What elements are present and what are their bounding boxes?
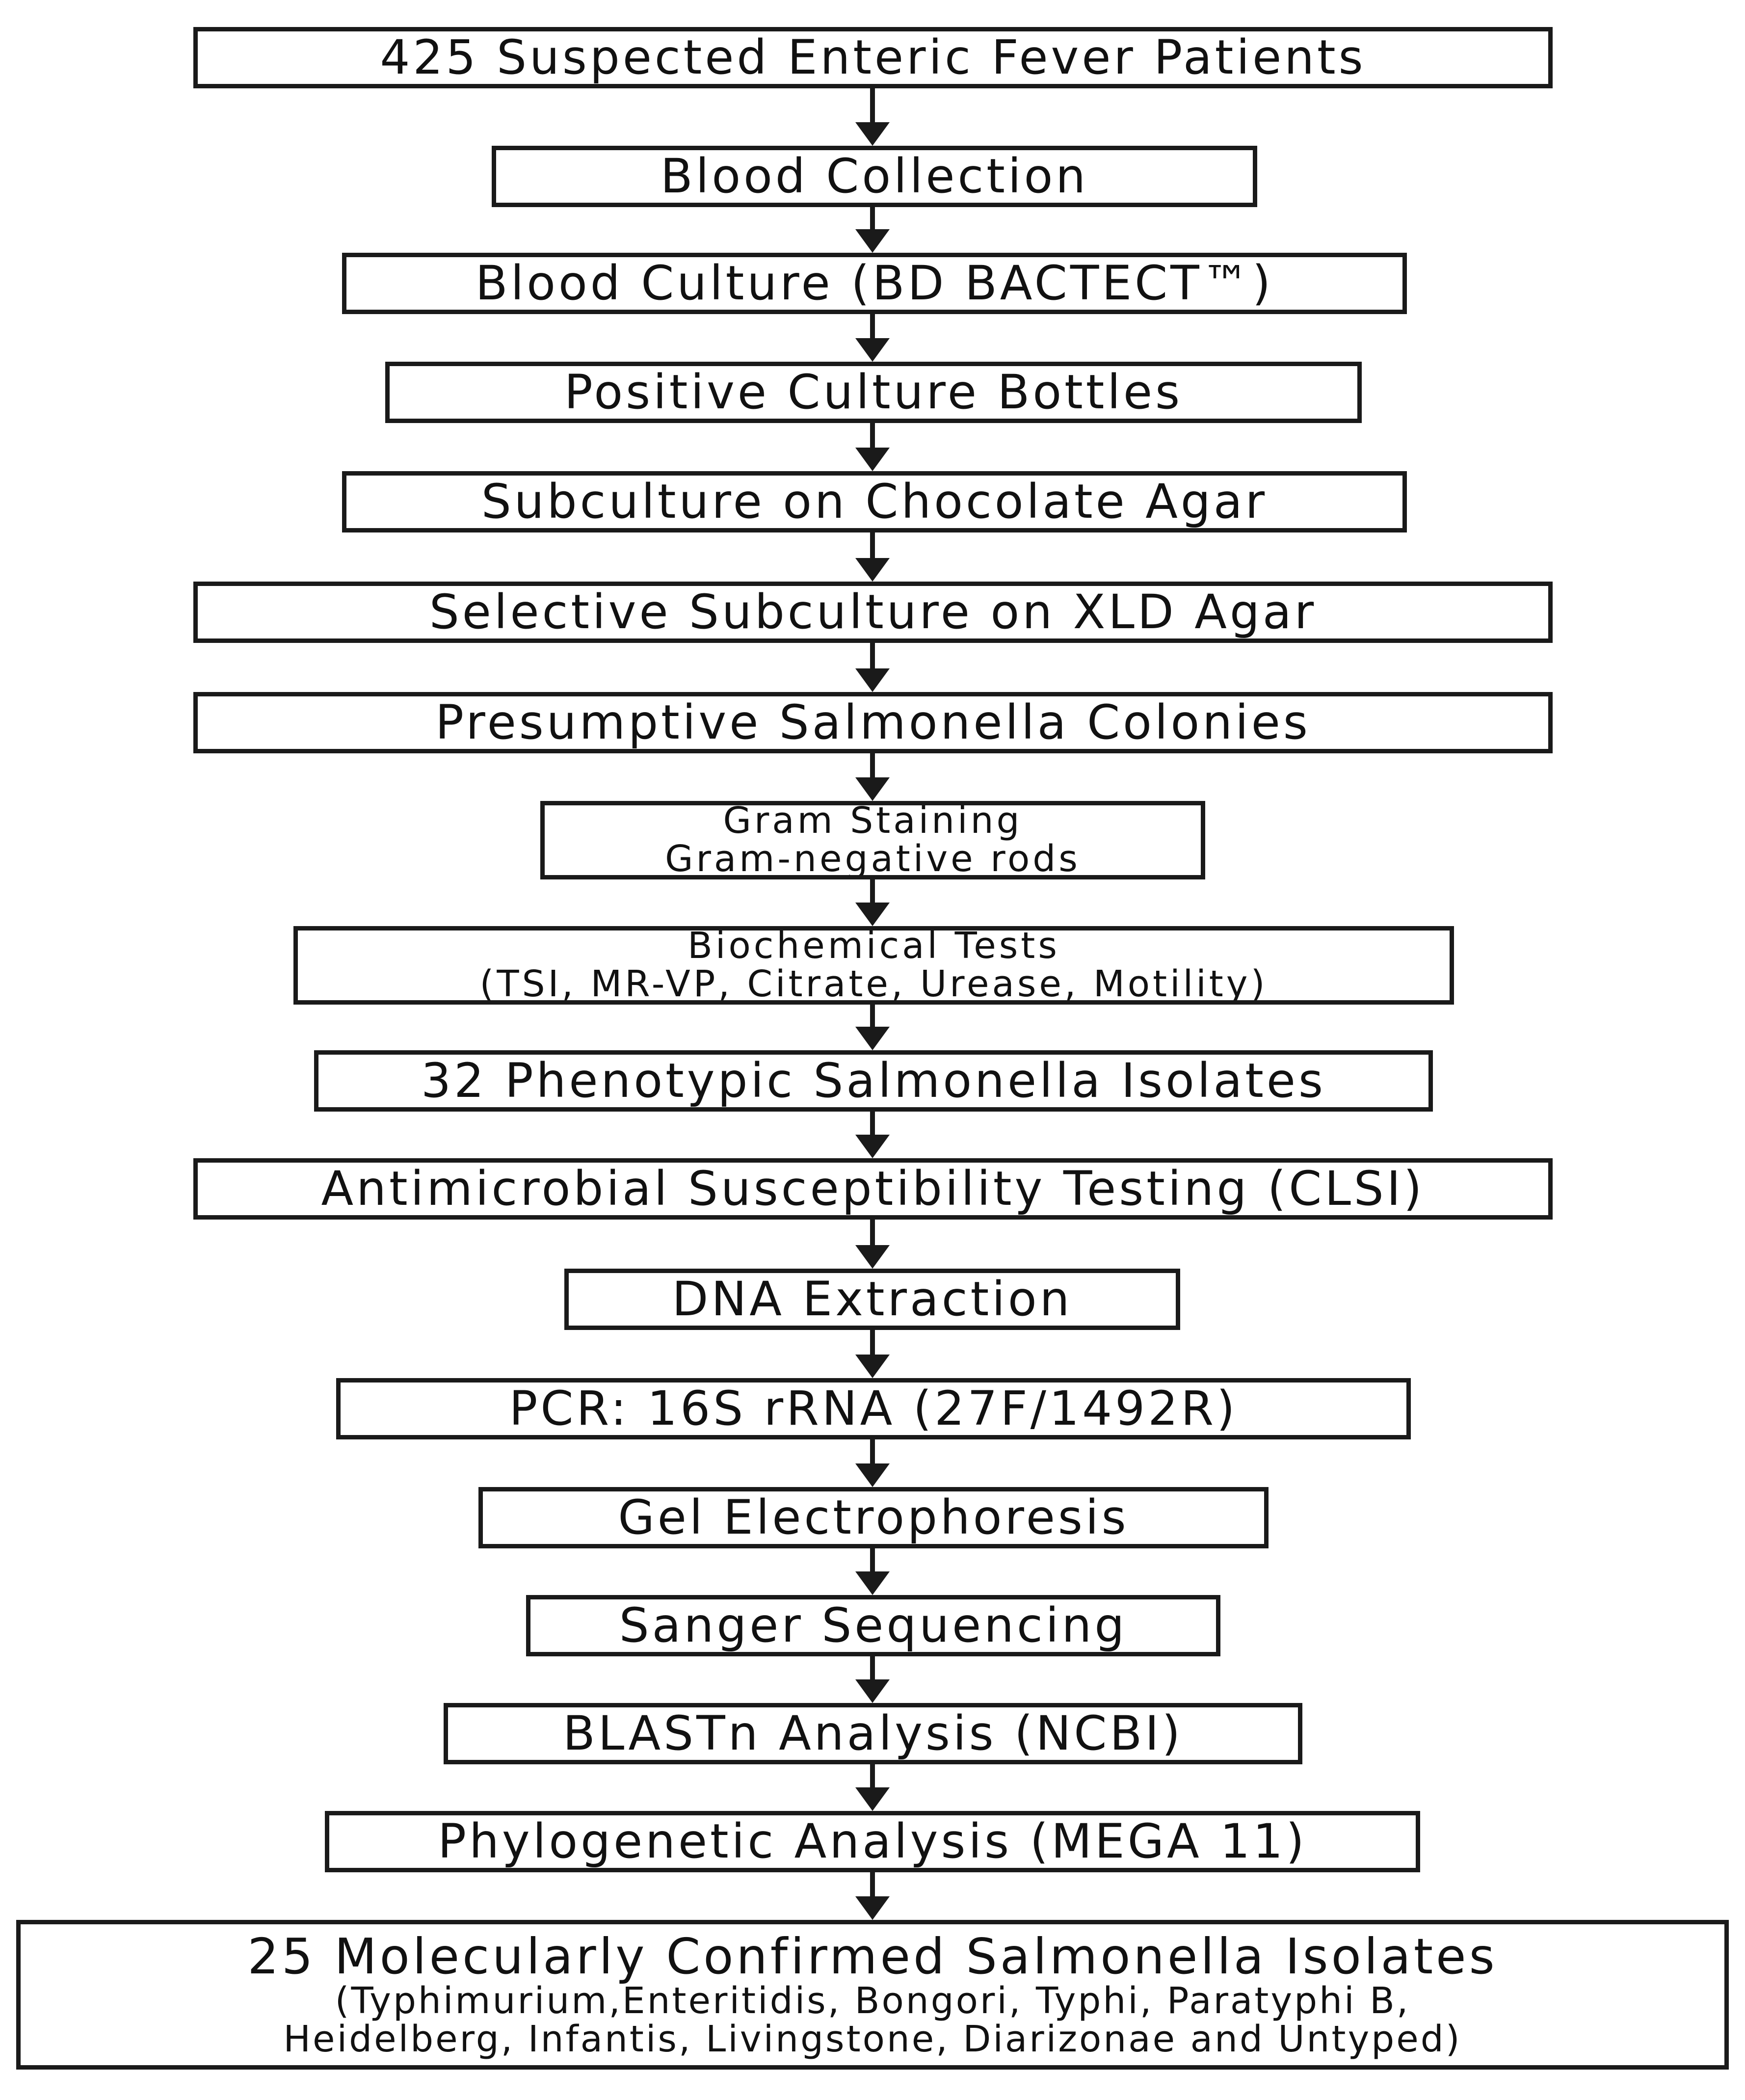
step-box-xld-agar: Selective Subculture on XLD Agar [193,582,1553,643]
step-box-sanger-sequencing: Sanger Sequencing [526,1595,1220,1656]
step-box-ast: Antimicrobial Susceptibility Testing (CL… [193,1158,1553,1220]
arrow-down-icon [855,1220,890,1269]
step-box-gel-electrophoresis: Gel Electrophoresis [478,1487,1269,1548]
step-label-xld-agar-line-1: Selective Subculture on XLD Agar [429,585,1317,640]
step-label-positive-bottles-line-1: Positive Culture Bottles [564,365,1183,420]
step-label-pcr-line-1: PCR: 16S rRNA (27F/1492R) [509,1381,1238,1436]
step-box-phylogenetic: Phylogenetic Analysis (MEGA 11) [325,1811,1420,1872]
step-label-confirmed-isolates-line-1: 25 Molecularly Confirmed Salmonella Isol… [247,1928,1498,1986]
step-label-patients-line-1: 425 Suspected Enteric Fever Patients [380,30,1366,85]
step-box-positive-bottles: Positive Culture Bottles [385,362,1362,423]
step-box-patients: 425 Suspected Enteric Fever Patients [193,27,1553,88]
arrow-down-icon [855,753,890,801]
step-label-gram-staining-line-1: Gram Staining [723,801,1023,842]
step-label-blood-culture-line-1: Blood Culture (BD BACTECT™) [475,256,1274,311]
arrow-down-icon [855,1330,890,1378]
step-label-dna-extraction-line-1: DNA Extraction [672,1272,1073,1327]
arrow-down-icon [855,1872,890,1920]
arrow-down-icon [855,643,890,692]
arrow-down-icon [855,532,890,582]
step-box-confirmed-isolates: 25 Molecularly Confirmed Salmonella Isol… [16,1920,1729,2070]
step-label-confirmed-isolates-line-3: Heidelberg, Infantis, Livingstone, Diari… [283,2018,1462,2060]
arrow-down-icon [855,207,890,253]
step-box-presumptive-colonies: Presumptive Salmonella Colonies [193,692,1553,753]
step-label-confirmed-isolates-line-2: (Typhimurium,Enteritidis, Bongori, Typhi… [335,1980,1410,2022]
step-box-blastn: BLASTn Analysis (NCBI) [444,1703,1302,1764]
step-box-phenotypic-isolates: 32 Phenotypic Salmonella Isolates [314,1050,1433,1112]
arrow-down-icon [855,1764,890,1811]
step-label-blastn-line-1: BLASTn Analysis (NCBI) [562,1706,1184,1761]
step-box-biochemical-tests: Biochemical Tests(TSI, MR-VP, Citrate, U… [293,926,1454,1005]
step-label-gel-electrophoresis-line-1: Gel Electrophoresis [618,1490,1129,1545]
step-label-gram-staining-line-2: Gram-negative rods [665,838,1081,879]
step-box-blood-collection: Blood Collection [492,146,1257,207]
arrow-down-icon [855,1439,890,1487]
step-box-pcr: PCR: 16S rRNA (27F/1492R) [336,1378,1411,1439]
step-label-biochemical-tests-line-1: Biochemical Tests [687,926,1060,967]
arrow-down-icon [855,1548,890,1595]
step-label-presumptive-colonies-line-1: Presumptive Salmonella Colonies [435,695,1311,750]
step-label-chocolate-agar-line-1: Subculture on Chocolate Agar [481,474,1268,530]
arrow-down-icon [855,423,890,471]
step-label-blood-collection-line-1: Blood Collection [660,149,1089,204]
arrow-down-icon [855,1112,890,1158]
arrow-down-icon [855,879,890,926]
step-label-phylogenetic-line-1: Phylogenetic Analysis (MEGA 11) [438,1814,1307,1869]
step-label-phenotypic-isolates-line-1: 32 Phenotypic Salmonella Isolates [421,1053,1326,1109]
step-label-ast-line-1: Antimicrobial Susceptibility Testing (CL… [321,1161,1425,1217]
arrow-down-icon [855,1005,890,1050]
step-box-dna-extraction: DNA Extraction [564,1269,1180,1330]
arrow-down-icon [855,88,890,146]
step-label-sanger-sequencing-line-1: Sanger Sequencing [619,1598,1128,1653]
arrow-down-icon [855,314,890,362]
step-box-chocolate-agar: Subculture on Chocolate Agar [342,471,1407,532]
arrow-down-icon [855,1656,890,1703]
step-box-blood-culture: Blood Culture (BD BACTECT™) [342,253,1407,314]
step-label-biochemical-tests-line-2: (TSI, MR-VP, Citrate, Urease, Motility) [479,963,1268,1005]
